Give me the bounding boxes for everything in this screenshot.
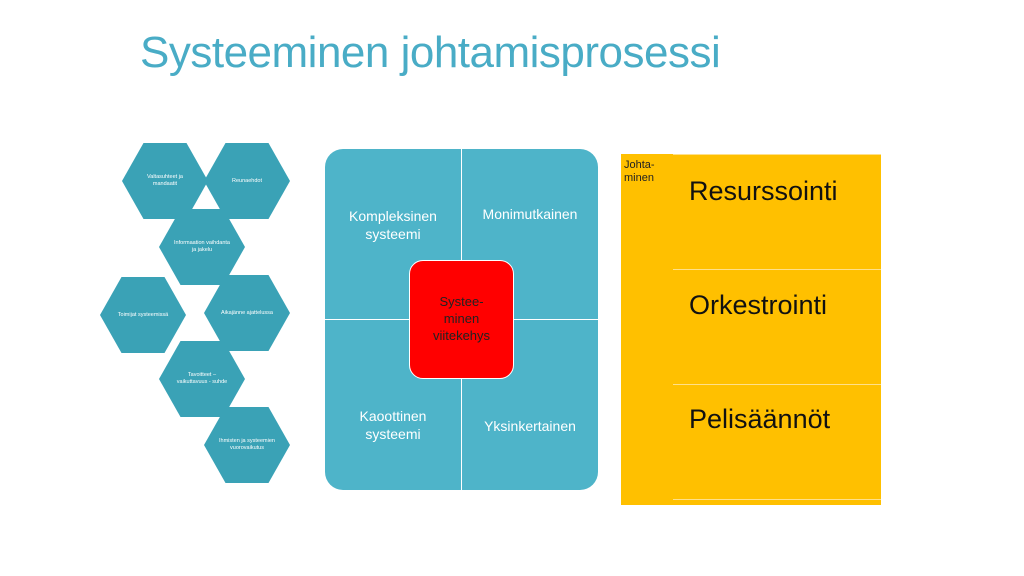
- table-top-border: [673, 154, 881, 155]
- hexagon-label: Tavoitteet – vaikuttavuus - suhde: [176, 372, 228, 385]
- hexagon-label: Valtasuhteet ja mandaatit: [147, 174, 183, 187]
- hexagon-aikajanne: Aikajänne ajattelussa: [204, 275, 290, 351]
- matrix-cell-top-left: Kompleksinen systeemi: [349, 208, 437, 243]
- hexagon-tavoitteet: Tavoitteet – vaikuttavuus - suhde: [159, 341, 245, 417]
- hexagon-label: Aikajänne ajattelussa: [221, 309, 273, 316]
- johtaminen-table: Johta- minen Resurssointi Orkestrointi P…: [621, 154, 881, 505]
- matrix-cell-bottom-left: Kaoottinen systeemi: [359, 408, 427, 443]
- table-row-orkestrointi: Orkestrointi: [689, 290, 828, 320]
- slide-title: Systeeminen johtamisprosessi: [140, 28, 721, 77]
- matrix-center-label: Systee- minen viitekehys: [432, 294, 491, 343]
- matrix-cell-top-right: Monimutkainen: [482, 206, 578, 222]
- hexagon-label: Ihmisten ja systeemien vuorovaikutus: [219, 438, 275, 451]
- hexagon-valtasuhteet: Valtasuhteet ja mandaatit: [122, 143, 208, 219]
- system-matrix: Kompleksinen systeemi Monimutkainen Kaoo…: [325, 149, 598, 490]
- table-row-divider: [673, 269, 881, 270]
- table-row-divider: [673, 384, 881, 385]
- table-side-label: Johta- minen: [624, 159, 655, 184]
- table-row-divider: [673, 499, 881, 500]
- hexagon-label: Informaation vaihdanta ja jakelu: [174, 240, 230, 253]
- matrix-cell-bottom-right: Yksinkertainen: [484, 418, 576, 434]
- hexagon-reunaehdot: Reunaehdot: [204, 143, 290, 219]
- hexagon-label: Reunaehdot: [232, 177, 262, 184]
- hexagon-informaation-vaihdanta: Informaation vaihdanta ja jakelu: [159, 209, 245, 285]
- matrix-center-box: Systee- minen viitekehys: [409, 260, 514, 379]
- hexagon-label: Toimijat systeemissä: [117, 311, 169, 318]
- hexagon-toimijat: Toimijat systeemissä: [100, 277, 186, 353]
- hexagon-vuorovaikutus: Ihmisten ja systeemien vuorovaikutus: [204, 407, 290, 483]
- table-row-resurssointi: Resurssointi: [689, 176, 838, 206]
- table-row-pelisaannot: Pelisäännöt: [689, 404, 831, 434]
